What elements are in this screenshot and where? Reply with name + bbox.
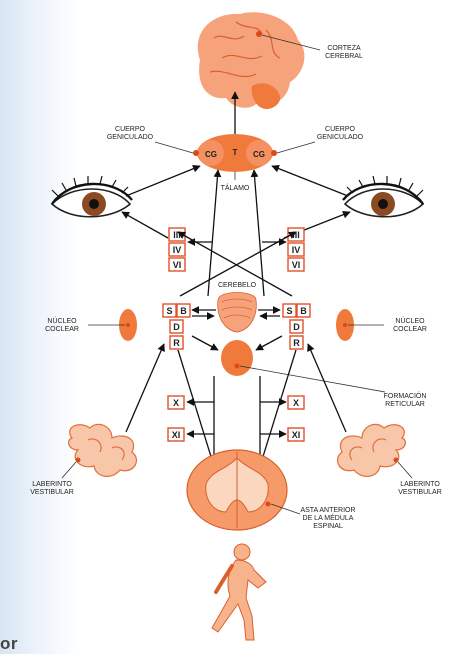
asta-dot <box>266 502 271 507</box>
cg-left-leader <box>155 142 193 153</box>
left-eye-icon <box>52 176 132 217</box>
arrow-lab-right-vest <box>308 344 346 432</box>
nerve-iii-right: III <box>292 230 300 240</box>
arrow-eye-left-thalamus <box>126 166 200 196</box>
nerve-x-left: X <box>173 398 179 408</box>
laberinto-left-leader <box>62 462 76 478</box>
right-labyrinth-icon <box>338 424 406 476</box>
nucleo-right-dot <box>343 323 347 327</box>
vest-d-right: D <box>293 322 300 332</box>
vest-r-right: R <box>293 338 300 348</box>
arrow-right-reticular <box>256 336 282 350</box>
spinal-cord-icon <box>187 450 287 530</box>
vest-s-right: S <box>286 306 292 316</box>
cg-right-dot <box>271 150 277 156</box>
talamo-label: TÁLAMO <box>221 183 250 192</box>
cortex-dot <box>256 31 262 37</box>
cerebellum-icon <box>218 293 257 333</box>
arrow-lab-left-vest <box>126 344 164 432</box>
arrow-nerve-left-eye <box>122 212 168 238</box>
left-labyrinth-icon <box>69 424 137 476</box>
nerve-vi-right: VI <box>292 260 301 270</box>
thalamus-cg-right: CG <box>253 150 265 159</box>
formacion-reticular <box>221 340 253 376</box>
brain-icon <box>198 12 305 109</box>
cg-right-leader <box>277 142 315 153</box>
nerve-iv-right: IV <box>292 245 301 255</box>
laberinto-left-dot <box>76 458 81 463</box>
watermark-text: or <box>0 634 18 654</box>
right-eye-icon <box>343 176 423 217</box>
arrow-left-reticular <box>192 336 218 350</box>
vest-b-left: B <box>180 306 187 316</box>
nerve-xi-right: XI <box>292 430 301 440</box>
nerve-xi-left: XI <box>172 430 181 440</box>
laberinto-right-leader <box>398 462 412 478</box>
nerve-vi-left: VI <box>173 260 182 270</box>
walking-person-icon <box>212 544 266 640</box>
formacion-leader <box>240 366 385 392</box>
vest-d-left: D <box>173 322 180 332</box>
cerebelo-label: CEREBELO <box>218 282 257 289</box>
nucleo-left-dot <box>126 323 130 327</box>
nerve-iv-left: IV <box>173 245 182 255</box>
nerve-x-right: X <box>293 398 299 408</box>
vest-b-right: B <box>300 306 307 316</box>
thalamus-t: T <box>233 148 238 157</box>
formacion-dot <box>235 364 240 369</box>
vest-s-left: S <box>166 306 172 316</box>
arrow-eye-right-thalamus <box>272 166 348 196</box>
vest-r-left: R <box>173 338 180 348</box>
thalamus-cg-left: CG <box>205 150 217 159</box>
cg-left-dot <box>193 150 199 156</box>
nerve-iii-left: III <box>173 230 181 240</box>
laberinto-right-dot <box>394 458 399 463</box>
